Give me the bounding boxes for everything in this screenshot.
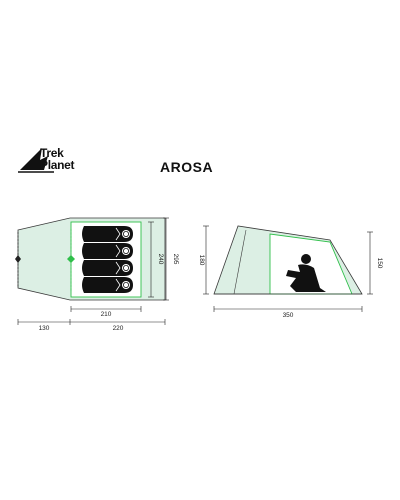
side-view: 180 150 350 bbox=[198, 225, 383, 319]
dimension-width-inner bbox=[70, 306, 142, 312]
dimension-width-bottom bbox=[17, 319, 166, 325]
label-width-total: 220 bbox=[113, 325, 124, 332]
label-height-front: 180 bbox=[198, 255, 205, 266]
sleeping-bag-icon bbox=[82, 260, 133, 276]
model-title: AROSA bbox=[160, 159, 214, 175]
dimension-depth-inner bbox=[148, 221, 154, 298]
label-length: 350 bbox=[283, 312, 294, 319]
dimension-depth-total bbox=[163, 217, 169, 301]
dimension-length bbox=[213, 306, 363, 312]
sleeping-bag-icon bbox=[82, 277, 133, 293]
sleeping-bag-icon bbox=[82, 226, 133, 242]
sleeping-bag-icon bbox=[82, 243, 133, 259]
brand-line-1: Trek bbox=[40, 146, 64, 160]
logo-mountain-icon bbox=[18, 148, 54, 173]
dimension-height-front bbox=[203, 225, 209, 295]
label-depth-inner: 240 bbox=[157, 254, 164, 265]
label-depth-total: 295 bbox=[172, 254, 179, 265]
label-width-inner: 210 bbox=[101, 311, 112, 318]
label-vestibule: 130 bbox=[39, 325, 50, 332]
label-height-back: 150 bbox=[376, 258, 383, 269]
person-sitting-icon bbox=[286, 254, 326, 292]
side-front-pole bbox=[233, 229, 247, 295]
door-zipper-icon bbox=[15, 232, 75, 287]
floor-plan: 240 295 210 130 220 bbox=[15, 217, 179, 332]
brand-line-2: Planet bbox=[40, 158, 75, 172]
dimension-height-back bbox=[367, 231, 373, 295]
